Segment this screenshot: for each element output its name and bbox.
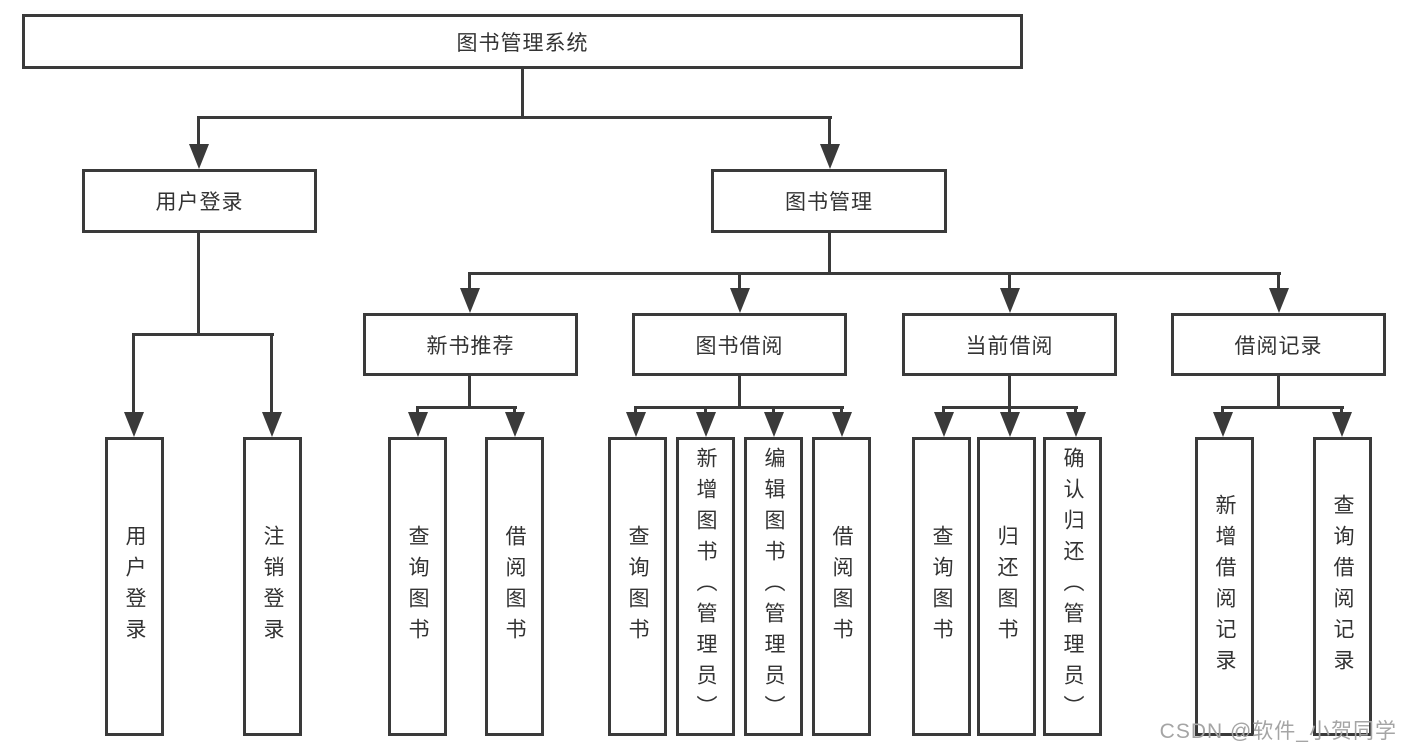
leaf-label: 归还图书: [995, 524, 1018, 649]
connector-line: [468, 272, 471, 292]
leaf-query-books-current: 查询图书: [912, 437, 971, 736]
node-user-login-label: 用户登录: [155, 191, 244, 214]
leaf-label: 新增图书（管理员）: [694, 447, 717, 726]
arrow-down-icon: [1000, 288, 1020, 313]
node-book-management: 图书管理: [711, 169, 947, 233]
node-book-management-label: 图书管理: [785, 191, 873, 214]
connector-line: [197, 232, 200, 335]
watermark-text: CSDN @软件_小贺同学: [1159, 720, 1397, 743]
leaf-label: 用户登录: [123, 524, 146, 649]
arrow-down-icon: [730, 288, 750, 313]
connector-line: [1008, 272, 1011, 292]
node-new-book-recommend: 新书推荐: [363, 313, 578, 376]
leaf-label: 确认归还（管理员）: [1061, 447, 1084, 726]
arrow-down-icon: [626, 412, 646, 437]
leaf-borrow-books: 借阅图书: [812, 437, 871, 736]
arrow-down-icon: [460, 288, 480, 313]
connector-line: [270, 333, 273, 417]
connector-line: [828, 233, 831, 274]
leaf-label: 新增借阅记录: [1213, 493, 1236, 680]
leaf-label: 编辑图书（管理员）: [762, 447, 785, 726]
leaf-borrow-books-recommend: 借阅图书: [485, 437, 544, 736]
leaf-label: 注销登录: [261, 524, 284, 649]
arrow-down-icon: [1269, 288, 1289, 313]
connector-line: [828, 116, 831, 147]
leaf-add-borrow-record: 新增借阅记录: [1195, 437, 1254, 736]
node-current-borrow: 当前借阅: [902, 313, 1117, 376]
connector-line: [738, 272, 741, 292]
connector-line: [1277, 376, 1280, 409]
arrow-down-icon: [189, 144, 209, 169]
node-borrow-records: 借阅记录: [1171, 313, 1386, 376]
leaf-add-books-admin: 新增图书（管理员）: [676, 437, 735, 736]
arrow-down-icon: [1213, 412, 1233, 437]
leaf-confirm-return-admin: 确认归还（管理员）: [1043, 437, 1102, 736]
arrow-down-icon: [1000, 412, 1020, 437]
leaf-label: 借阅图书: [830, 524, 853, 649]
leaf-query-borrow-record: 查询借阅记录: [1313, 437, 1372, 736]
arrow-down-icon: [505, 412, 525, 437]
arrow-down-icon: [764, 412, 784, 437]
node-borrow-records-label: 借阅记录: [1234, 334, 1323, 358]
arrow-down-icon: [1332, 412, 1352, 437]
node-new-book-recommend-label: 新书推荐: [426, 334, 515, 358]
leaf-label: 查询借阅记录: [1331, 493, 1354, 680]
connector-line: [1008, 376, 1011, 409]
leaf-label: 借阅图书: [503, 524, 526, 649]
connector-line: [468, 376, 471, 409]
leaf-return-books: 归还图书: [977, 437, 1036, 736]
arrow-down-icon: [934, 412, 954, 437]
leaf-label: 查询图书: [406, 524, 429, 649]
connector-line: [738, 376, 741, 409]
arrow-down-icon: [262, 412, 282, 437]
connector-line: [468, 272, 1281, 275]
connector-line: [1277, 272, 1280, 292]
node-current-borrow-label: 当前借阅: [965, 334, 1054, 358]
node-root-label: 图书管理系统: [456, 31, 589, 55]
connector-line: [634, 406, 844, 409]
leaf-logout: 注销登录: [243, 437, 302, 736]
connector-line: [197, 116, 832, 119]
node-book-borrow: 图书借阅: [632, 313, 847, 376]
arrow-down-icon: [124, 412, 144, 437]
arrow-down-icon: [408, 412, 428, 437]
leaf-query-books-borrow: 查询图书: [608, 437, 667, 736]
leaf-query-books-recommend: 查询图书: [388, 437, 447, 736]
leaf-label: 查询图书: [626, 524, 649, 649]
arrow-down-icon: [1066, 412, 1086, 437]
leaf-user-login: 用户登录: [105, 437, 164, 736]
node-root: 图书管理系统: [22, 14, 1023, 69]
connector-line: [521, 69, 524, 118]
node-book-borrow-label: 图书借阅: [695, 334, 784, 358]
leaf-edit-books-admin: 编辑图书（管理员）: [744, 437, 803, 736]
arrow-down-icon: [832, 412, 852, 437]
connector-line: [1221, 406, 1344, 409]
connector-line: [416, 406, 517, 409]
connector-line: [132, 333, 135, 417]
node-user-login: 用户登录: [82, 169, 317, 233]
leaf-label: 查询图书: [930, 524, 953, 649]
connector-line: [197, 116, 200, 147]
connector-line: [132, 333, 274, 336]
arrow-down-icon: [696, 412, 716, 437]
arrow-down-icon: [820, 144, 840, 169]
